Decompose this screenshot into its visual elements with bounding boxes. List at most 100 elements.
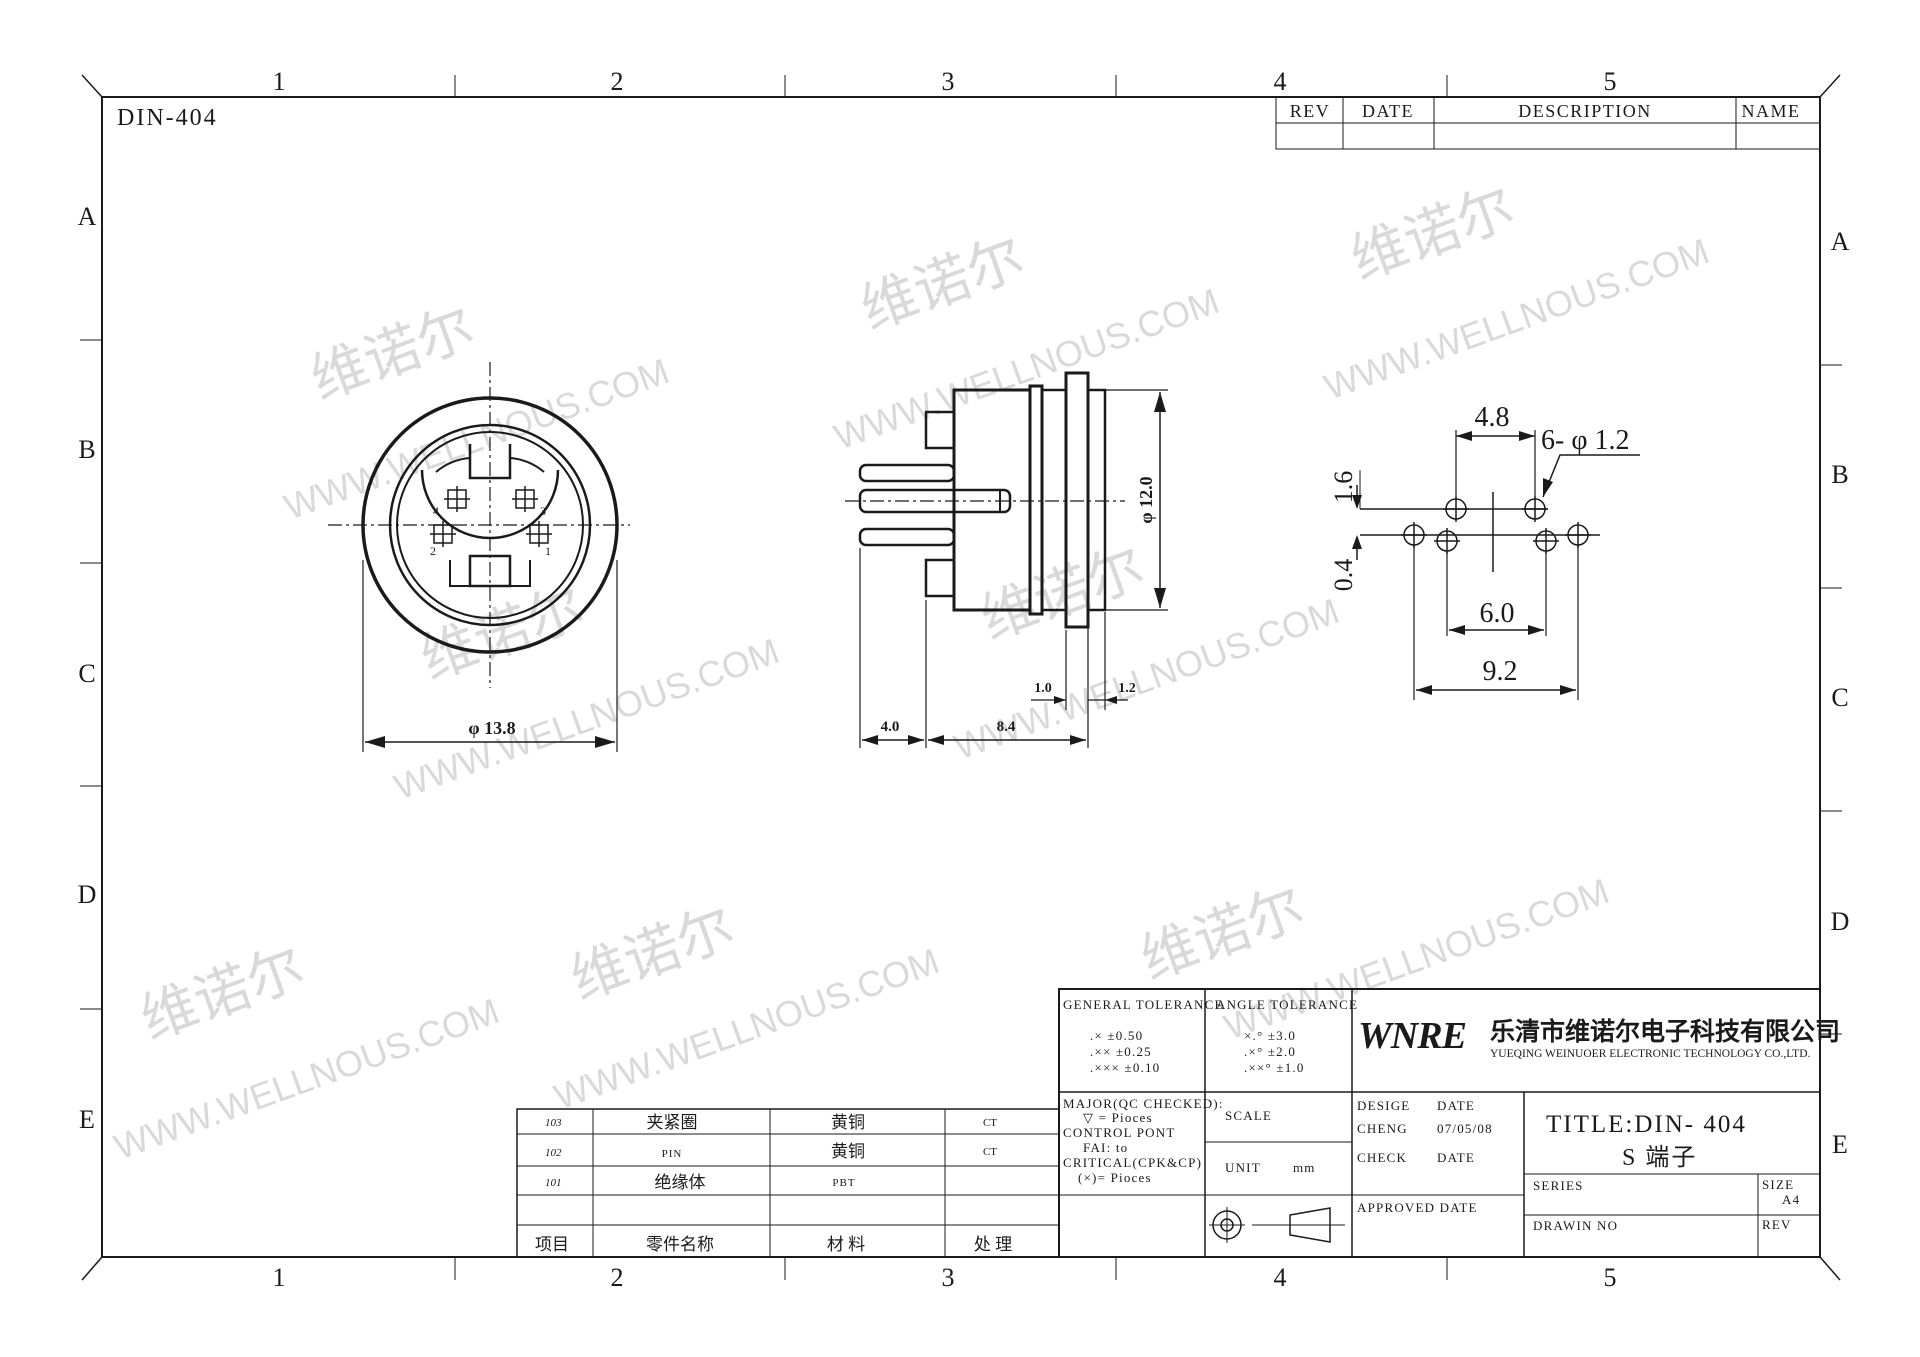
dim-pin-length: 4.0 xyxy=(881,719,900,735)
drawing-no-label: DRAWIN NO xyxy=(1533,1218,1618,1233)
row-label: E xyxy=(79,1105,95,1134)
pin-number: 2 xyxy=(430,544,436,558)
bom-part-name: 夹紧圈 xyxy=(647,1113,698,1132)
bom-header-name: 零件名称 xyxy=(646,1235,714,1254)
dim-overall: 9.2 xyxy=(1483,656,1518,687)
bom-item-no: 103 xyxy=(545,1117,562,1129)
desige-label: DESIGE xyxy=(1357,1098,1410,1113)
dim-pitch-mid: 6.0 xyxy=(1480,598,1515,629)
angle-tolerance-row: ×.° ±3.0 xyxy=(1244,1028,1296,1043)
general-tolerance-row: .×× ±0.25 xyxy=(1090,1044,1152,1059)
dim-diameter: φ 13.8 xyxy=(468,718,515,738)
date-label: DATE xyxy=(1437,1098,1475,1113)
watermarks: 维诺尔 WWW.WELLNOUS.COM 维诺尔 WWW.WELLNOUS.CO… xyxy=(109,175,1715,1168)
rev-label: REV xyxy=(1762,1217,1792,1232)
series-label: SERIES xyxy=(1533,1178,1584,1193)
watermark-cn: 维诺尔 xyxy=(1343,175,1522,292)
drawing-code: DIN-404 xyxy=(117,105,218,131)
row-label: C xyxy=(1831,683,1848,712)
drawing-date: 07/05/08 xyxy=(1437,1121,1493,1136)
bom-header-material: 材 料 xyxy=(827,1235,865,1254)
pcb-layout: 4.8 6- φ 1.2 1.6 0.4 6.0 9.2 xyxy=(1329,402,1640,700)
bom-material: 黄铜 xyxy=(831,1142,865,1161)
qc-line: CRITICAL(CPK&CP) xyxy=(1063,1155,1202,1170)
row-label: C xyxy=(78,659,95,688)
pin-number: 4 xyxy=(433,504,439,518)
dim-body-length: 8.4 xyxy=(997,719,1016,735)
unit-label: UNIT xyxy=(1225,1160,1261,1175)
row-label: B xyxy=(1831,460,1848,489)
bom-treatment: CT xyxy=(983,1117,997,1129)
projection-symbol-icon xyxy=(1209,1207,1345,1243)
dim-row-offset: 1.6 xyxy=(1329,471,1358,504)
bom-header-treatment: 处 理 xyxy=(974,1235,1012,1254)
column-label: 1 xyxy=(273,67,286,96)
qc-line: (×)= Pioces xyxy=(1078,1170,1152,1185)
angle-tolerance-row: .×° ±2.0 xyxy=(1244,1044,1296,1059)
column-label: 3 xyxy=(942,1263,955,1292)
angle-tolerance-title: ANGLE TOLERANCE xyxy=(1216,997,1358,1012)
approved-label: APPROVED DATE xyxy=(1357,1200,1478,1215)
check-date-label: DATE xyxy=(1437,1150,1475,1165)
dim-pitch-top: 4.8 xyxy=(1475,402,1510,433)
row-label: A xyxy=(1831,227,1850,256)
scale-label: SCALE xyxy=(1225,1108,1272,1123)
general-tolerance-title: GENERAL TOLERANCE xyxy=(1063,997,1224,1012)
drawing-title: TITLE:DIN- 404 xyxy=(1546,1111,1747,1138)
column-label: 2 xyxy=(611,1263,624,1292)
unit-value: mm xyxy=(1293,1160,1316,1175)
column-label: 4 xyxy=(1274,1263,1287,1292)
general-tolerance-row: .××× ±0.10 xyxy=(1090,1060,1160,1075)
title-block: GENERAL TOLERANCE .× ±0.50 .×× ±0.25 .××… xyxy=(1058,988,1840,1258)
rev-header: REV xyxy=(1290,101,1331,121)
bom-part-name: 绝缘体 xyxy=(655,1173,706,1192)
dim-hole-diameter: 6- φ 1.2 xyxy=(1541,425,1629,456)
row-label: B xyxy=(78,435,95,464)
dim-stagger: 0.4 xyxy=(1329,559,1358,592)
company-block: WNRE 乐清市维诺尔电子科技有限公司 YUEQING WEINUOER ELE… xyxy=(1358,1015,1840,1060)
pin-number: 1 xyxy=(545,544,551,558)
dim-plate: 1.2 xyxy=(1118,681,1136,696)
pin-number: 3 xyxy=(540,504,546,518)
bom-item-no: 102 xyxy=(545,1147,562,1159)
column-label: 4 xyxy=(1274,67,1287,96)
side-view: φ 12.0 1.0 1.2 4.0 8.4 xyxy=(845,371,1168,748)
company-name-en: YUEQING WEINUOER ELECTRONIC TECHNOLOGY C… xyxy=(1490,1048,1811,1060)
qc-line: CONTROL PONT xyxy=(1063,1125,1176,1140)
dim-height: φ 12.0 xyxy=(1136,476,1156,523)
date-header: DATE xyxy=(1362,101,1414,121)
column-label: 5 xyxy=(1604,67,1617,96)
bom-header-item: 项目 xyxy=(535,1235,569,1254)
general-tolerance-row: .× ±0.50 xyxy=(1090,1028,1143,1043)
size-value: A4 xyxy=(1782,1192,1800,1207)
column-label: 5 xyxy=(1604,1263,1617,1292)
name-header: NAME xyxy=(1742,101,1801,121)
pcb-holes xyxy=(1401,496,1591,554)
size-label: SIZE xyxy=(1762,1177,1794,1192)
bom-part-name: PIN xyxy=(662,1148,683,1160)
dim-flange: 1.0 xyxy=(1034,681,1052,696)
front-view: 4 3 2 1 φ 13.8 xyxy=(328,362,630,752)
column-label: 2 xyxy=(611,67,624,96)
company-name-cn: 乐清市维诺尔电子科技有限公司 xyxy=(1490,1017,1840,1046)
qc-line: ▽ = Pioces xyxy=(1083,1110,1153,1125)
watermark-cn: 维诺尔 xyxy=(303,295,482,412)
check-label: CHECK xyxy=(1357,1150,1407,1165)
cheng-label: CHENG xyxy=(1357,1121,1408,1136)
bill-of-materials: 103 102 101 夹紧圈 PIN 绝缘体 黄铜 黄铜 PBT CT CT … xyxy=(516,1108,1060,1258)
bom-item-no: 101 xyxy=(545,1177,562,1189)
column-label: 3 xyxy=(942,67,955,96)
description-header: DESCRIPTION xyxy=(1518,101,1652,121)
bom-treatment: CT xyxy=(983,1146,997,1158)
row-label: A xyxy=(78,202,97,231)
revision-table: REV DATE DESCRIPTION NAME xyxy=(1275,96,1821,150)
company-logo: WNRE xyxy=(1358,1015,1466,1057)
row-label: D xyxy=(1831,907,1850,936)
qc-line: MAJOR(QC CHECKED): xyxy=(1063,1096,1224,1111)
qc-line: FAI: to xyxy=(1083,1140,1128,1155)
zone-labels: 1 2 3 4 5 1 2 3 4 5 A B C D E A B C D E xyxy=(78,67,1850,1292)
row-label: E xyxy=(1832,1130,1848,1159)
column-label: 1 xyxy=(273,1263,286,1292)
angle-tolerance-row: .××° ±1.0 xyxy=(1244,1060,1305,1075)
